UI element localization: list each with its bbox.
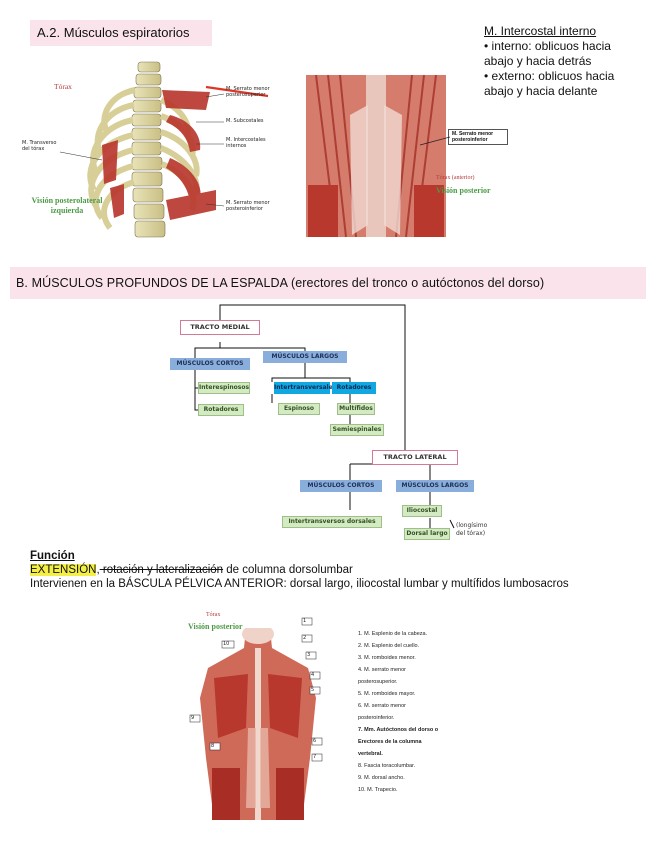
tag-10: 10 bbox=[223, 641, 230, 647]
tag-2: 2 bbox=[303, 635, 307, 641]
node-musculos-largos-lateral: MÚSCULOS LARGOS bbox=[396, 480, 474, 492]
tag-8: 8 bbox=[211, 743, 215, 749]
legend-item: 4. M. serrato menor bbox=[358, 667, 406, 673]
node-intertransversales: Intertransversales bbox=[274, 382, 336, 394]
legend-item: 10. M. Trapecio. bbox=[358, 787, 398, 793]
note-line: • externo: oblicuos hacia bbox=[484, 69, 615, 83]
legend-item: posteroinferior. bbox=[358, 715, 395, 721]
funcion-rest: de columna dorsolumbar bbox=[223, 564, 353, 576]
tag-9: 9 bbox=[191, 715, 195, 721]
note-line: abajo y hacia delante bbox=[484, 84, 598, 98]
serrato-inf-label: M. Serrato menor posteroinferior bbox=[226, 200, 270, 212]
tag-3: 3 bbox=[307, 652, 311, 658]
funcion-struck-text: rotación y lateralización bbox=[99, 564, 224, 576]
extension-highlight: EXTENSIÓN bbox=[30, 564, 97, 576]
serrato-inf-callout: M. Serrato menor posteroinferior bbox=[448, 129, 508, 145]
tract-diagram: TRACTO MEDIAL MÚSCULOS CORTOS MÚSCULOS L… bbox=[150, 300, 520, 545]
subcostales-label: M. Subcostales bbox=[226, 118, 264, 124]
fig2-torax-label: Tórax (anterior) bbox=[436, 175, 475, 181]
tag-6: 6 bbox=[313, 738, 317, 744]
section-b-heading: B. MÚSCULOS PROFUNDOS DE LA ESPALDA (ere… bbox=[10, 267, 646, 299]
section-a2-heading: A.2. Músculos espiratorios bbox=[30, 20, 212, 46]
legend-item: vertebral. bbox=[358, 751, 383, 757]
funcion-title: Función bbox=[30, 550, 75, 562]
fig1-vision-label: Visión posterolateral izquierda bbox=[31, 196, 103, 215]
legend-item: 5. M. romboides mayor. bbox=[358, 691, 416, 697]
node-musculos-cortos-lateral: MÚSCULOS CORTOS bbox=[300, 480, 382, 492]
legend-item: 8. Fascia toracolumbar. bbox=[358, 763, 416, 769]
note-title: M. Intercostal interno bbox=[484, 24, 597, 38]
node-rotadores-largos: Rotadores bbox=[332, 382, 376, 394]
serrato-sup-label: M. Serrato menor posterosuperior bbox=[226, 86, 270, 98]
intercostal-note: M. Intercostal interno • interno: oblicu… bbox=[484, 24, 654, 99]
node-dorsal-largo: Dorsal largo bbox=[404, 528, 450, 540]
transverso-label: M. Transverso del tórax bbox=[22, 140, 57, 152]
funcion-block: Función EXTENSIÓN, rotación y lateraliza… bbox=[30, 549, 650, 591]
fig1-torax-label: Tórax bbox=[54, 82, 72, 91]
legend-item: 1. M. Esplenio de la cabeza. bbox=[358, 631, 428, 637]
note-line: abajo y hacia detrás bbox=[484, 54, 592, 68]
posterior-back-figure: Tórax Visión posterior 1 2 3 4 5 6 7 8 9… bbox=[170, 608, 350, 820]
longisimo-line: del tórax) bbox=[456, 530, 486, 537]
node-espinoso: Espinoso bbox=[278, 403, 320, 415]
node-iliocostal: Iliocostal bbox=[402, 505, 442, 517]
node-tracto-medial: TRACTO MEDIAL bbox=[180, 320, 260, 335]
legend-item: 2. M. Esplenio del cuello. bbox=[358, 643, 420, 649]
node-musculos-largos: MÚSCULOS LARGOS bbox=[263, 351, 347, 363]
tag-4: 4 bbox=[311, 672, 315, 678]
legend-item: 3. M. romboides menor. bbox=[358, 655, 416, 661]
ribcage-illustration bbox=[59, 61, 269, 238]
tag-7: 7 bbox=[313, 754, 317, 760]
fig2-vision-label: Visión posterior bbox=[436, 186, 491, 195]
ribcage-figure: Tórax M. Transverso del tórax M. Serrato… bbox=[20, 60, 290, 245]
fig3-legend: 1. M. Esplenio de la cabeza. 2. M. Esple… bbox=[358, 628, 468, 796]
funcion-comma: , bbox=[96, 564, 100, 576]
back-muscles-illustration bbox=[306, 75, 446, 237]
fig3-vision-label: Visión posterior bbox=[188, 622, 243, 631]
funcion-line-2: Intervienen en la BÁSCULA PÉLVICA ANTERI… bbox=[30, 578, 569, 590]
node-multifidos: Multífidos bbox=[337, 403, 375, 415]
funcion-line-1: EXTENSIÓN, rotación y lateralización de … bbox=[30, 563, 650, 577]
node-musculos-cortos: MÚSCULOS CORTOS bbox=[170, 358, 250, 370]
posterior-back-illustration bbox=[200, 628, 316, 820]
node-intertransversos-dorsales: Intertransversos dorsales bbox=[282, 516, 382, 528]
diagram-connectors bbox=[194, 304, 455, 530]
node-tracto-lateral: TRACTO LATERAL bbox=[372, 450, 458, 465]
fig3-tag-lines bbox=[189, 617, 323, 762]
legend-item: posterosuperior. bbox=[358, 679, 398, 685]
legend-item: Erectores de la columna bbox=[358, 739, 422, 745]
callout-arrow bbox=[419, 136, 450, 146]
intercostales-label: M. Intercostales internos bbox=[226, 137, 266, 149]
node-interespinosos: Interespinosos bbox=[198, 382, 250, 394]
tag-1: 1 bbox=[303, 618, 307, 624]
legend-item: 6. M. serrato menor bbox=[358, 703, 406, 709]
legend-item: 7. Mm. Autóctonos del dorso o bbox=[358, 727, 439, 733]
back-muscles-figure: M. Serrato menor posteroinferior Tórax (… bbox=[306, 75, 512, 237]
node-semiespinales: Semiespinales bbox=[330, 424, 384, 436]
longisimo-note: (longísimo del tórax) bbox=[456, 522, 506, 538]
note-line: • interno: oblicuos hacia bbox=[484, 39, 611, 53]
fig3-torax-label: Tórax bbox=[206, 612, 221, 618]
longisimo-line: (longísimo bbox=[456, 522, 488, 529]
legend-item: 9. M. dorsal ancho. bbox=[358, 775, 405, 781]
node-rotadores: Rotadores bbox=[198, 404, 244, 416]
tag-5: 5 bbox=[311, 687, 315, 693]
